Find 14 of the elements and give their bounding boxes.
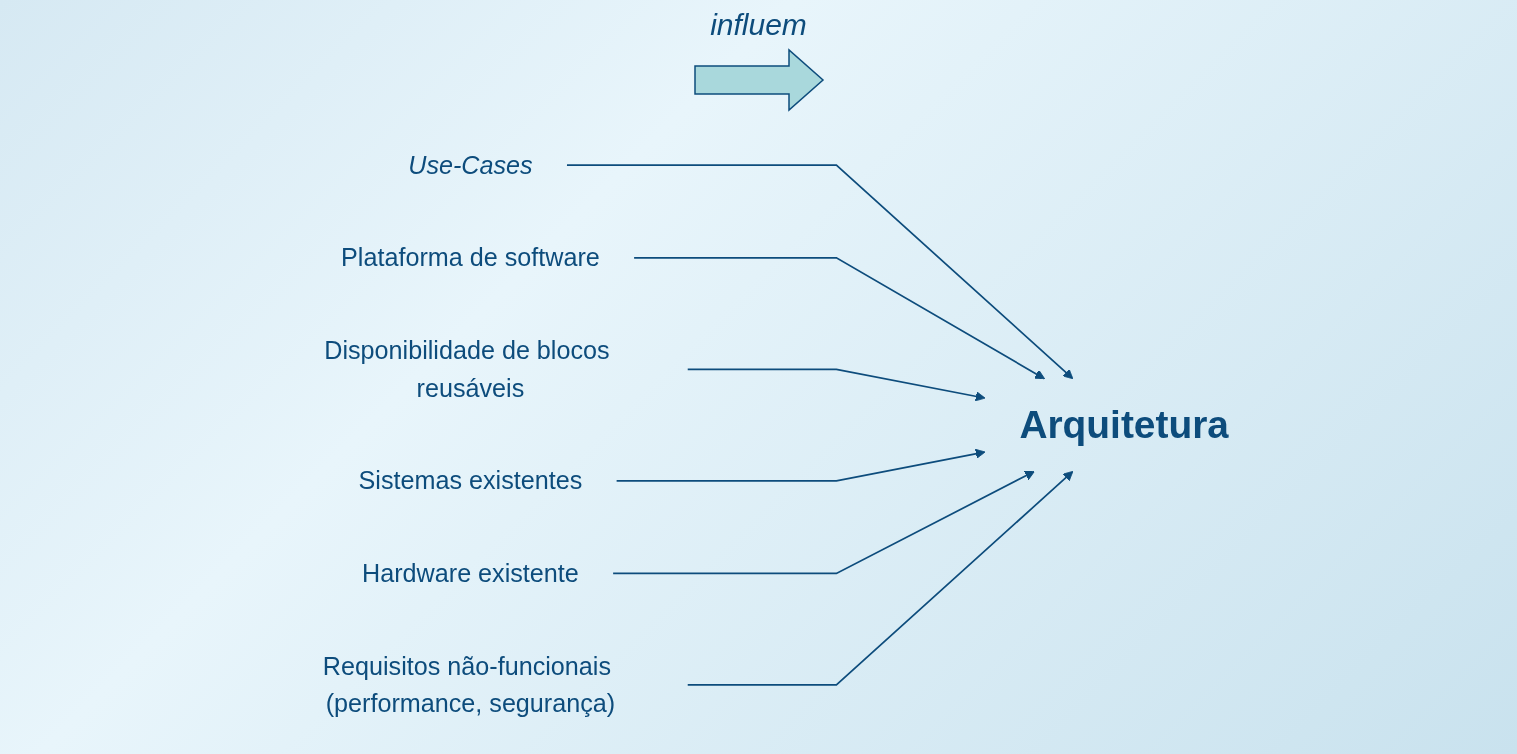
node-text: Requisitos não-funcionais (performance, segurança)	[323, 651, 616, 719]
node-text: Plataforma de software	[341, 243, 601, 273]
arrow	[566, 164, 1074, 380]
node-text: Disponibilidade de blocos reusáveis	[324, 336, 610, 403]
arrow	[612, 470, 1036, 575]
arrow	[687, 470, 1074, 686]
node-text: Use-Cases	[408, 150, 533, 180]
arrow	[633, 256, 1046, 380]
arrow-caption: influem	[710, 8, 807, 42]
node-text: Sistemas existentes	[358, 466, 583, 496]
arrow	[616, 448, 986, 482]
node-text: Arquitetura	[1019, 402, 1230, 447]
node-text: Hardware existente	[362, 559, 580, 588]
arrow	[687, 368, 986, 402]
